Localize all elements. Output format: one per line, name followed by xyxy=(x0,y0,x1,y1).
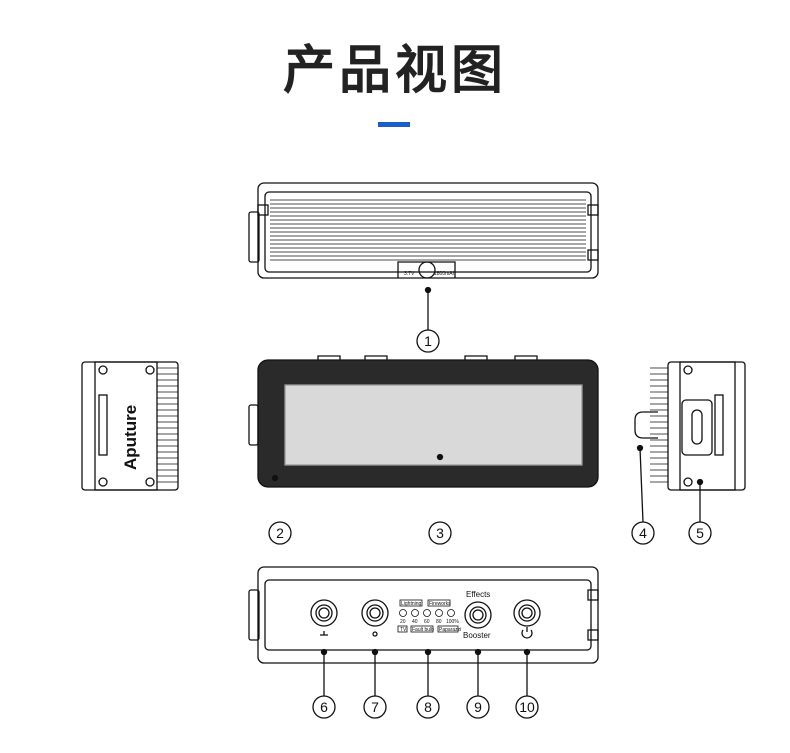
top-view xyxy=(248,182,599,279)
callout-circle xyxy=(428,521,452,545)
booster-label: Booster xyxy=(463,631,491,640)
callout-number: 2 xyxy=(276,525,284,541)
callout-number: 5 xyxy=(696,525,704,541)
page-title: 产品视图 xyxy=(282,41,507,101)
level-60: 60 xyxy=(424,619,430,625)
brightness-knob[interactable] xyxy=(361,599,389,627)
level-20: 20 xyxy=(400,619,406,625)
tag-tv: TV xyxy=(400,627,407,633)
level-indicator-leds xyxy=(397,599,459,633)
callout-number: 6 xyxy=(320,699,328,715)
callout-number: 9 xyxy=(474,699,482,715)
callout-dot xyxy=(271,474,279,482)
callout-circle xyxy=(416,695,440,719)
level-40: 40 xyxy=(412,619,418,625)
callout-circle xyxy=(363,695,387,719)
mode-knob[interactable] xyxy=(310,599,338,627)
effects-booster-knob[interactable] xyxy=(464,601,492,629)
title-underline xyxy=(378,122,410,127)
callout-circle xyxy=(268,521,292,545)
power-icon xyxy=(521,627,533,639)
brightness-icon xyxy=(372,631,378,637)
callout-circle xyxy=(515,695,539,719)
tag-fireworks: Fireworks xyxy=(429,601,451,607)
bottom-view xyxy=(248,566,599,664)
callout-number: 4 xyxy=(639,525,647,541)
callout-circle xyxy=(312,695,336,719)
callout-leader xyxy=(639,447,644,523)
callout-number: 7 xyxy=(371,699,379,715)
level-80: 80 xyxy=(436,619,442,625)
power-button[interactable] xyxy=(513,599,541,627)
callout-circle xyxy=(416,329,440,353)
callout-dot xyxy=(436,453,444,461)
tag-fault-bulb: Fault bulb xyxy=(412,627,434,633)
callout-number: 1 xyxy=(424,333,432,349)
mode-icon xyxy=(320,631,328,636)
callout-circle xyxy=(688,521,712,545)
brand-logo: Aputure xyxy=(121,405,140,470)
voltage-label: 3.7V xyxy=(404,271,415,277)
callout-circle xyxy=(466,695,490,719)
right-side-view xyxy=(634,361,746,491)
callout-number: 3 xyxy=(436,525,444,541)
callout-number: 10 xyxy=(519,699,535,715)
tag-lightning: Lightning xyxy=(401,601,422,607)
callout-circle xyxy=(631,521,655,545)
callout-number: 8 xyxy=(424,699,432,715)
left-side-view xyxy=(81,361,179,491)
effects-label: Effects xyxy=(466,590,490,599)
capacity-label: 1800mAh xyxy=(434,271,456,277)
level-100: 100% xyxy=(446,619,459,625)
front-view xyxy=(248,355,599,488)
tag-paparazzi: Paparazzi xyxy=(439,627,461,633)
